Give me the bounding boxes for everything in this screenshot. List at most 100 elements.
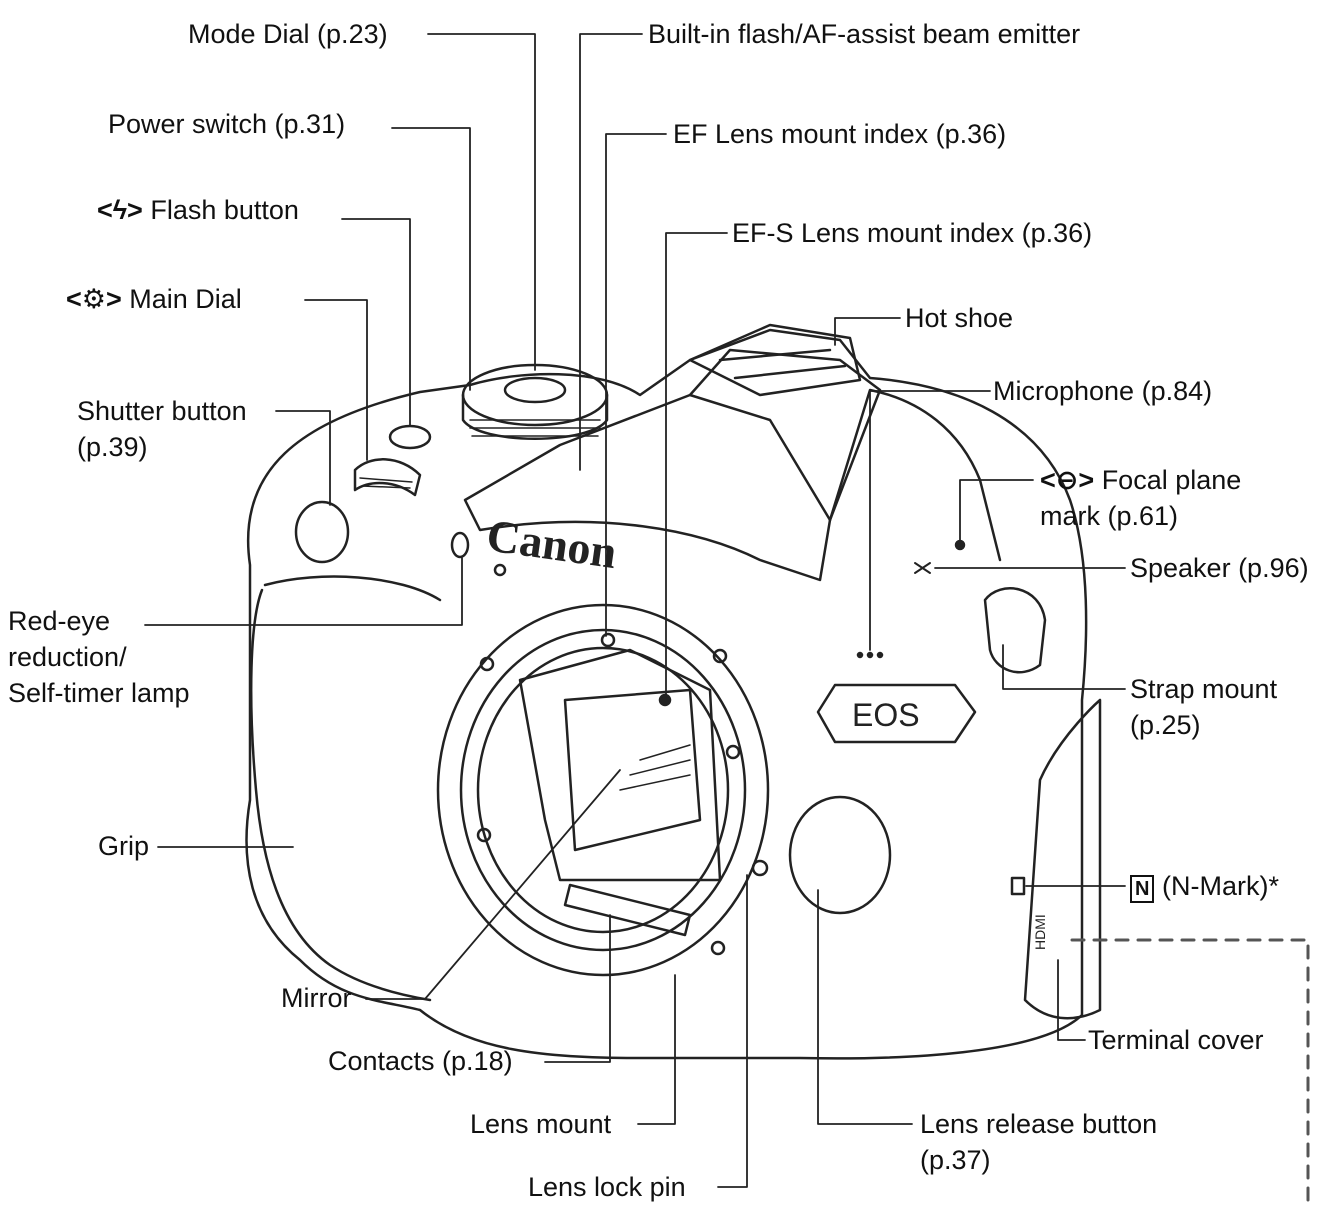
hot-shoe-rail-2 <box>733 364 847 380</box>
shutter-button-shape <box>294 500 350 564</box>
main-dial-knurl <box>359 477 413 489</box>
mount-screw <box>479 656 495 672</box>
lens-mount-inner <box>476 646 730 934</box>
eos-badge <box>816 683 977 744</box>
lens-mount-outer <box>436 603 770 977</box>
contacts-strip <box>563 883 692 937</box>
label-hot-shoe: Hot shoe <box>905 303 1014 333</box>
mode-dial-side <box>461 393 609 440</box>
label-lens-mount: Lens mount <box>470 1109 612 1139</box>
label-lens-release: Lens release button <box>920 1109 1158 1139</box>
flash-icon: <ϟ> <box>97 195 143 225</box>
label-flash-button: Flash button <box>150 195 299 225</box>
label-main-dial: Main Dial <box>129 284 242 314</box>
flash-button-shape <box>388 424 432 450</box>
model-logo: EOS <box>852 697 920 733</box>
label-contacts: Contacts (p.18) <box>328 1046 513 1076</box>
leader-main-dial <box>304 299 368 461</box>
main-dial-icon: <⚙> <box>66 284 122 314</box>
label-red-eye-2: reduction/ <box>8 642 127 672</box>
grip-shape <box>249 588 432 1002</box>
leader-mode-dial <box>427 33 536 371</box>
leader-strap-mount <box>1002 644 1126 690</box>
mirror-surface <box>563 688 702 852</box>
n-mark-shape <box>1010 876 1026 896</box>
prism-top <box>688 348 882 522</box>
label-main-dial-row: <⚙> Main Dial <box>66 281 242 317</box>
label-shutter-page: (p.39) <box>77 432 148 462</box>
mode-dial-knurl <box>469 419 601 437</box>
label-terminal-cover: Terminal cover <box>1088 1025 1264 1055</box>
hot-shoe-shape <box>688 323 862 397</box>
mount-screw <box>725 744 741 760</box>
mount-screw <box>710 940 726 956</box>
microphone-hole <box>876 651 884 659</box>
label-speaker: Speaker (p.96) <box>1130 553 1309 583</box>
lens-lock-pin-shape <box>751 859 769 877</box>
leader-contacts <box>544 914 611 1063</box>
terminal-cover-shape <box>1023 698 1102 1020</box>
leader-focal-plane <box>959 479 1034 541</box>
label-focal-plane: Focal plane <box>1101 465 1242 495</box>
microphone-hole <box>866 651 874 659</box>
terminal-text: HDMI <box>1032 914 1048 950</box>
leader-terminal-cover <box>1057 959 1086 1041</box>
label-red-eye-3: Self-timer lamp <box>8 678 190 708</box>
label-strap-mount-page: (p.25) <box>1130 710 1201 740</box>
label-lens-release-page: (p.37) <box>920 1145 991 1175</box>
grip-edge <box>263 575 442 602</box>
label-lens-lock-pin: Lens lock pin <box>528 1172 686 1202</box>
label-flash-button-row: <ϟ> Flash button <box>97 192 299 228</box>
label-shutter-button: Shutter button <box>77 396 247 426</box>
hot-shoe-rail <box>718 348 832 362</box>
leader-lock-pin <box>717 874 748 1188</box>
speaker-mark <box>914 562 931 574</box>
leader-efs-index <box>665 232 728 698</box>
mount-screw <box>493 563 507 577</box>
leader-hot-shoe <box>834 317 901 346</box>
mount-screw <box>712 648 728 664</box>
leader-lines <box>144 33 1126 1188</box>
label-focal-plane-row: <⊖> Focal plane <box>1040 462 1241 498</box>
label-builtin-flash: Built-in flash/AF-assist beam emitter <box>648 19 1081 49</box>
lens-release-shape <box>788 795 892 915</box>
dashed-callout <box>1070 938 1310 1203</box>
leader-microphone <box>869 390 991 651</box>
leader-red-eye <box>144 557 463 626</box>
leader-builtin-flash <box>579 33 643 471</box>
label-red-eye-1: Red-eye <box>8 606 111 636</box>
n-mark-icon: N <box>1130 875 1155 903</box>
leader-lens-release <box>817 889 913 1125</box>
label-mirror: Mirror <box>281 983 352 1013</box>
mirror-box <box>518 648 722 882</box>
leader-ef-index <box>605 133 667 637</box>
efs-index-dot <box>658 693 672 707</box>
mount-screw <box>476 827 492 843</box>
mode-dial-center <box>503 376 567 404</box>
leader-shutter <box>275 410 331 506</box>
focal-plane-icon: <⊖> <box>1040 465 1095 495</box>
strap-mount-shape <box>983 587 1047 674</box>
label-n-mark-row: N (N-Mark)* <box>1130 868 1279 904</box>
leader-mirror <box>365 769 621 1000</box>
main-dial-shape <box>353 458 422 497</box>
label-microphone: Microphone (p.84) <box>993 376 1213 406</box>
lens-mount-ring <box>459 628 747 952</box>
label-mode-dial: Mode Dial (p.23) <box>188 19 388 49</box>
label-n-mark: (N-Mark)* <box>1161 871 1279 901</box>
ef-index-dot <box>600 632 616 648</box>
label-strap-mount: Strap mount <box>1130 674 1278 704</box>
label-ef-index: EF Lens mount index (p.36) <box>673 119 1007 149</box>
focal-plane-dot <box>954 539 966 551</box>
leader-flash-button <box>341 218 411 426</box>
label-grip: Grip <box>98 831 150 861</box>
label-efs-index: EF-S Lens mount index (p.36) <box>732 218 1093 248</box>
prism-side <box>828 388 1002 562</box>
label-power-switch: Power switch (p.31) <box>108 109 346 139</box>
prism-front <box>463 393 832 582</box>
mirror-lines <box>619 744 691 791</box>
leader-lens-mount <box>637 974 676 1125</box>
microphone-hole <box>856 651 864 659</box>
